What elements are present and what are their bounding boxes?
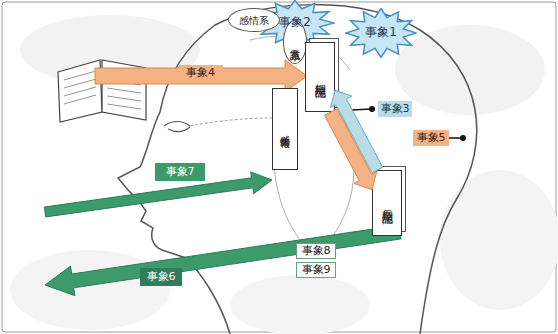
burst-outline <box>346 9 417 58</box>
event-burst: 事象1 <box>345 8 417 58</box>
node-text: 事象8 <box>302 245 331 257</box>
node-text: 長期記憶 <box>381 201 393 205</box>
output-arrow <box>45 225 401 296</box>
background-blob <box>395 25 545 115</box>
node-text: 感情系 <box>239 15 269 26</box>
event-tag: 事象3 <box>378 101 412 117</box>
node-text: 感覚情報 <box>280 127 291 131</box>
event-tag: 事象7 <box>155 163 205 181</box>
head-outline <box>118 5 477 334</box>
background-blob <box>230 275 370 334</box>
event-tag: 事象4 <box>178 65 223 82</box>
eye <box>164 122 190 132</box>
leader-dot <box>460 135 466 141</box>
memory-box: 短期記憶 <box>305 42 335 112</box>
node-text: 短期記憶 <box>314 75 326 79</box>
node-text: 事象2 <box>279 16 311 29</box>
node-text: 事象4 <box>186 67 215 79</box>
node-text: 事象7 <box>166 166 195 178</box>
node-text: 事象9 <box>302 264 331 276</box>
leader-dot <box>369 106 375 112</box>
event-tag: 事象8 <box>296 243 336 259</box>
node-text: 事象6 <box>147 271 176 283</box>
memory-transfer-arrow <box>331 90 383 173</box>
memory-box: 長期記憶 <box>372 170 402 236</box>
optic-line <box>190 118 272 126</box>
node-text: 事象5 <box>417 132 446 144</box>
memory-transfer-arrow <box>325 109 377 190</box>
background-blob <box>10 250 170 330</box>
background-blob <box>440 170 558 310</box>
emotion-bubble: 感情系 <box>228 8 280 32</box>
event-tag: 事象6 <box>140 268 182 286</box>
sensory-box: 感覚情報 <box>272 88 298 170</box>
node-text: 事象3 <box>381 103 410 115</box>
brain-contour <box>250 36 354 240</box>
event-tag: 事象5 <box>413 130 449 146</box>
node-text: 意識系 <box>290 41 301 44</box>
event-tag: 事象9 <box>296 262 336 278</box>
leader-line <box>352 109 371 110</box>
node-text: 事象1 <box>365 26 397 39</box>
